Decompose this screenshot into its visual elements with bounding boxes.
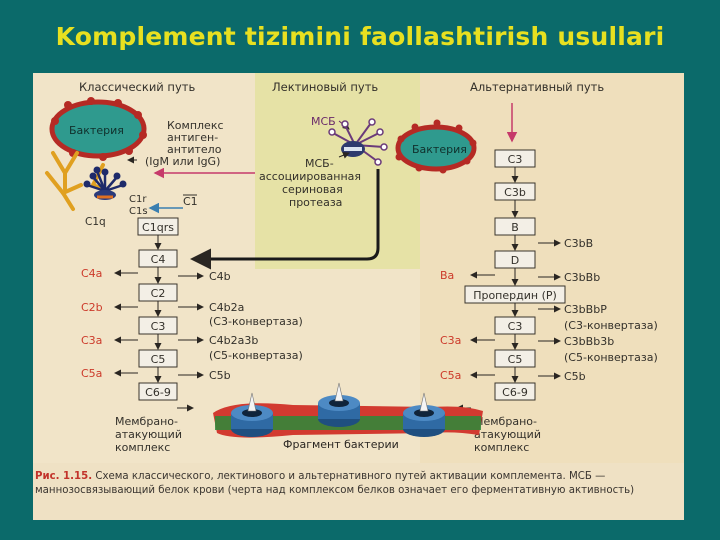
classical-right-product-1: C4b2a: [209, 301, 244, 314]
classical-left-product-1: C2b: [81, 301, 103, 314]
svg-text:C3: C3: [508, 320, 523, 333]
svg-text:C3b: C3b: [504, 186, 526, 199]
lectin-header: Лектиновый путь: [272, 80, 378, 94]
svg-text:C6-9: C6-9: [145, 386, 171, 399]
bacterium-fragment-label: Фрагмент бактерии: [283, 438, 399, 451]
alternative-left-product-2: C5a: [440, 369, 461, 382]
classical-step-1: C4: [138, 249, 178, 268]
lectin-to-c4-arrow: [190, 169, 380, 270]
complex-line-2: антиген-: [167, 131, 218, 144]
membrane-pore-2: [403, 392, 445, 437]
svg-text:C1qrs: C1qrs: [142, 221, 174, 234]
alternative-step-3: D: [494, 250, 536, 269]
complex-line-1: Комплекс: [167, 119, 224, 132]
c1-complex-icon: [83, 166, 127, 200]
alternative-right-product-3: (C3-конвертаза): [564, 319, 658, 332]
classical-left-product-2: C3a: [81, 334, 102, 347]
classical-step-5: C6-9: [138, 382, 178, 401]
classical-mac-line-2: атакующий: [115, 428, 182, 441]
classical-right-product-5: C5b: [209, 369, 231, 382]
classical-left-product-3: C5a: [81, 367, 102, 380]
alternative-header: Альтернативный путь: [470, 80, 604, 94]
slide-title: Komplement tizimini faollashtirish usull…: [55, 22, 665, 51]
alternative-mac-line-2: атакующий: [474, 428, 541, 441]
complement-activation-figure: Классический путь Лектиновый путь Альтер…: [33, 73, 684, 520]
classical-right-product-3: C4b2a3b: [209, 334, 258, 347]
protease-line-4: протеаза: [289, 196, 342, 209]
alternative-step-4: Пропердин (P): [464, 285, 566, 304]
classical-step-4: C5: [138, 349, 178, 368]
svg-text:C6-9: C6-9: [502, 386, 528, 399]
svg-text:C3: C3: [508, 153, 523, 166]
svg-text:C4: C4: [151, 253, 166, 266]
classical-bacterium-label: Бактерия: [69, 124, 124, 137]
alternative-step-7: C6-9: [494, 382, 536, 401]
figure-number: Рис. 1.15.: [35, 471, 93, 482]
c1s-label: C1s: [129, 206, 148, 217]
alternative-right-product-0: C3bB: [564, 237, 593, 250]
alternative-step-0: C3: [494, 149, 536, 168]
protease-line-2: ассоциированная: [259, 170, 361, 183]
svg-text:D: D: [511, 254, 519, 267]
classical-right-product-4: (C5-конвертаза): [209, 349, 303, 362]
classical-step-0: C1qrs: [137, 217, 179, 236]
alternative-left-product-0: Ba: [440, 269, 454, 282]
protease-line-3: сериновая: [282, 183, 343, 196]
caption-text: Схема классического, лектинового и альте…: [35, 471, 635, 496]
alternative-step-6: C5: [494, 349, 536, 368]
c1r-label: C1r: [129, 194, 147, 205]
c1q-label: C1q: [85, 216, 106, 228]
lectin-panel: [255, 73, 420, 269]
alternative-left-product-1: C3a: [440, 334, 461, 347]
lectin-bacterium: Бактерия: [395, 119, 477, 174]
alternative-mac-line-1: Мембрано-: [474, 415, 537, 428]
c1-bar-label: C1: [183, 195, 198, 208]
msb-molecule-icon: [328, 118, 388, 166]
alternative-right-product-2: C3bBbP: [564, 303, 607, 316]
mac-pore-icon: [231, 382, 445, 437]
classical-mac-line-1: Мембрано-: [115, 415, 178, 428]
svg-text:Пропердин (P): Пропердин (P): [473, 289, 557, 302]
protease-line-1: МСБ-: [305, 157, 334, 170]
complex-line-3: антитело: [167, 143, 222, 156]
classical-mac-line-3: комплекс: [115, 441, 170, 454]
alternative-step-2: B: [494, 217, 536, 236]
classical-header: Классический путь: [79, 80, 195, 94]
complex-line-4: (IgM или IgG): [145, 155, 220, 168]
svg-text:C5: C5: [151, 353, 166, 366]
alternative-step-5: C3: [494, 316, 536, 335]
lectin-bacterium-label: Бактерия: [412, 143, 467, 156]
membrane-pore-0: [231, 392, 273, 437]
alternative-right-product-1: C3bBb: [564, 271, 600, 284]
alternative-right-product-6: C5b: [564, 370, 586, 383]
classical-bacterium: Бактерия: [49, 97, 147, 161]
classical-right-product-0: C4b: [209, 270, 231, 283]
alternative-mac-line-3: комплекс: [474, 441, 529, 454]
figure-caption: Рис. 1.15. Схема классического, лектинов…: [35, 470, 680, 497]
alternative-step-1: C3b: [494, 182, 536, 201]
classical-left-product-0: C4a: [81, 267, 102, 280]
classical-step-2: C2: [138, 283, 178, 302]
classical-right-product-2: (C3-конвертаза): [209, 315, 303, 328]
alternative-right-product-4: C3bBb3b: [564, 335, 614, 348]
svg-text:B: B: [511, 221, 519, 234]
svg-text:C2: C2: [151, 287, 166, 300]
svg-text:C3: C3: [151, 320, 166, 333]
alternative-right-product-5: (C5-конвертаза): [564, 351, 658, 364]
classical-step-3: C3: [138, 316, 178, 335]
membrane-pore-1: [318, 382, 360, 427]
msb-label: МСБ: [311, 115, 336, 128]
svg-text:C5: C5: [508, 353, 523, 366]
